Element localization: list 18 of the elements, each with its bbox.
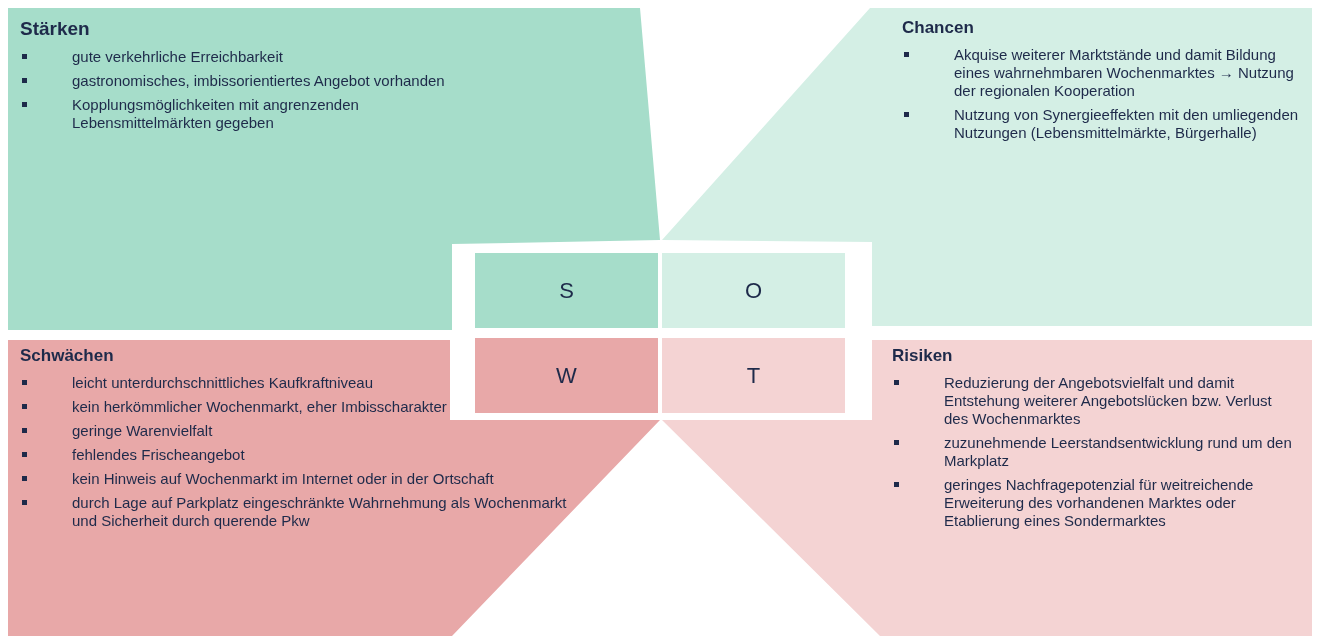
quadrant-heading: Chancen (902, 18, 975, 38)
bullet-item: fehlendes Frischeangebot (20, 446, 580, 464)
bullet-item: kein Hinweis auf Wochenmarkt im Internet oder in der Ortschaft (20, 470, 580, 488)
quadrant-panel (8, 340, 662, 636)
quadrant-panel (8, 8, 662, 330)
quadrant-heading: Schwächen (20, 346, 115, 366)
quadrant-heading: Risiken (892, 346, 954, 366)
bullet-item: Kopplungsmöglichkeiten mit angrenzenden Lebensmittelmärkten gegeben (20, 96, 490, 132)
bullet-item: durch Lage auf Parkplatz eingeschränkte Wahrnehmung als Wochenmarkt und Sicherheit durch querende Pkw (20, 494, 580, 530)
bullet-item: Akquise weiterer Marktstände und damit Bildung eines wahrnehmbaren Wochenmarktes → Nutzung der regionalen Kooperation (902, 46, 1312, 100)
bullet-item: geringes Nachfragepotenzial für weitreichende Erweiterung des vorhandenen Marktes oder Etablierung eines Sondermarktes (892, 476, 1292, 530)
bullet-item: gute verkehrliche Erreichbarkeit (20, 48, 490, 66)
bullet-item: gastronomisches, imbissorientiertes Angebot vorhanden (20, 72, 490, 90)
bullet-item: Reduzierung der Angebotsvielfalt und damit Entstehung weiterer Angebotslücken bzw. Verlust des Wochenmarktes (892, 374, 1292, 428)
bullet-item: Nutzung von Synergieeffekten mit den umliegenden Nutzungen (Lebensmittelmärkte, Bürgerhalle) (902, 106, 1312, 142)
bullet-item: zuzunehmende Leerstandsentwicklung rund um den Markplatz (892, 434, 1292, 470)
quadrant-heading: Stärken (20, 18, 91, 40)
bullet-item: geringe Warenvielfalt (20, 422, 580, 440)
